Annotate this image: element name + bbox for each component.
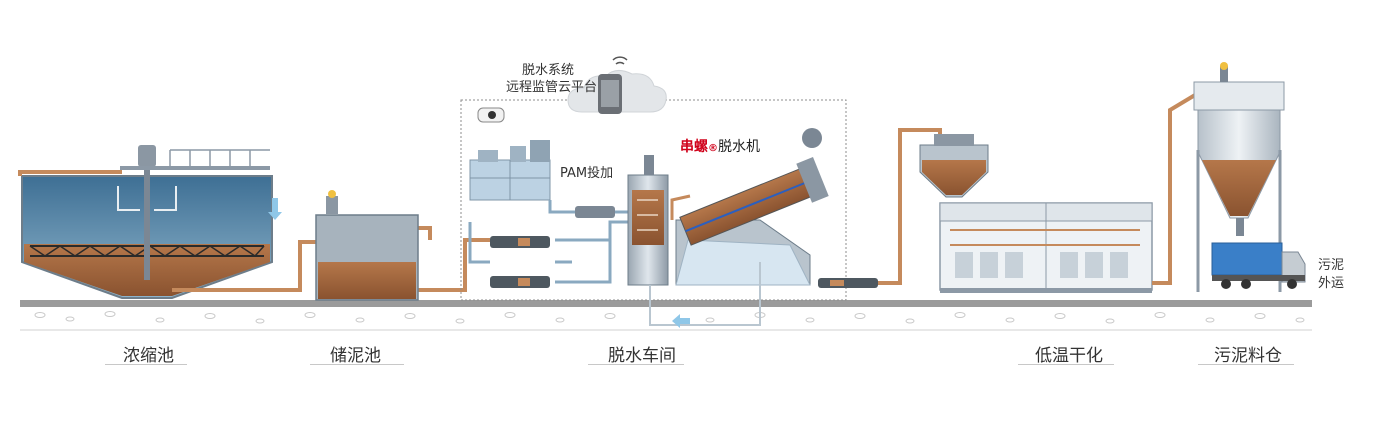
machine-label: 串螺®脱水机 (680, 136, 760, 156)
station-underline (1198, 364, 1294, 365)
phone-icon (598, 56, 628, 114)
transfer-pump (818, 278, 878, 288)
station-label-silo: 污泥料仓 (1214, 346, 1282, 366)
truck-icon (1211, 242, 1306, 289)
sludge-storage-tank (315, 190, 419, 301)
station-underline (1018, 364, 1114, 365)
machine-reg: ® (708, 143, 718, 154)
sludge-pipe (18, 170, 490, 292)
filtrate-return-line (649, 262, 761, 328)
sludge-silo (1193, 62, 1285, 292)
station-label-thickener: 浓缩池 (123, 346, 174, 366)
station-label-dryer: 低温干化 (1035, 346, 1103, 366)
screw-pumps (490, 206, 615, 288)
outside-label-line2: 外运 (1318, 276, 1345, 291)
low-temp-dryer (939, 202, 1153, 293)
thickener-tank (21, 145, 282, 299)
feed-pipe (878, 128, 942, 285)
monitor-label-line2: 远程监管云平台 (506, 80, 598, 95)
ground (20, 300, 1312, 331)
dryer-hopper (919, 134, 989, 198)
outside-label-line1: 污泥 (1318, 258, 1345, 273)
monitor-label-line1: 脱水系统 (522, 63, 575, 78)
station-underline (310, 364, 404, 365)
station-underline (588, 364, 684, 365)
pam-label: PAM投加 (560, 166, 614, 181)
flocculation-tank (627, 155, 669, 286)
machine-name: 脱水机 (718, 139, 760, 155)
machine-brand: 串螺 (680, 139, 708, 155)
pam-dosing-unit (469, 140, 551, 201)
screw-press-machine (670, 128, 829, 286)
station-underline (105, 364, 187, 365)
camera-icon (477, 107, 505, 123)
station-label-storage: 储泥池 (330, 346, 381, 366)
station-label-workshop: 脱水车间 (608, 346, 676, 366)
